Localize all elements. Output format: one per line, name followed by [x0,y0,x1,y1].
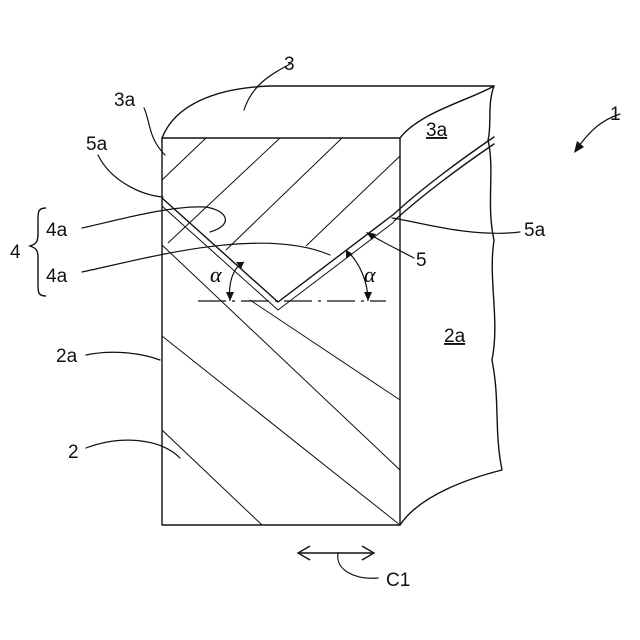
label-top-member: 3 [284,54,295,75]
leader-4a-upper [82,207,225,232]
label-base-block: 2 [68,442,79,463]
leader-2 [86,440,180,458]
label-direction: C1 [386,570,410,591]
leader-c1 [338,553,378,578]
leader-5a-right [392,218,520,233]
label-angle-left: α [210,262,222,287]
group-brace [30,208,46,296]
label-base-face-front: 2a [56,346,78,367]
v-groove [162,198,394,310]
label-top-face-left: 3a [114,90,136,111]
leader-arrowheads [366,141,584,240]
side-bond-line-a [394,137,494,214]
section-hatching [162,138,400,525]
side-face-outline [400,86,502,525]
leader-5 [368,233,414,258]
leader-2a-front [86,352,160,360]
label-angle-right: α [364,262,376,287]
label-groove-edge-right: 5a [524,220,546,241]
label-assembly: 1 [610,104,621,125]
direction-arrow [298,546,374,560]
side-bond-line-b [394,144,494,221]
front-face-outline [162,138,400,525]
label-v-groove: 5 [416,250,427,271]
leader-4a-lower [82,243,330,272]
label-bond-face-upper: 4a [46,220,68,241]
leader-5a-left [98,155,163,197]
label-top-face-right: 3a [426,120,448,141]
label-bond-group: 4 [10,242,21,263]
label-groove-edge-left: 5a [86,134,108,155]
label-bond-face-lower: 4a [46,266,68,287]
label-base-face-side: 2a [444,326,466,347]
